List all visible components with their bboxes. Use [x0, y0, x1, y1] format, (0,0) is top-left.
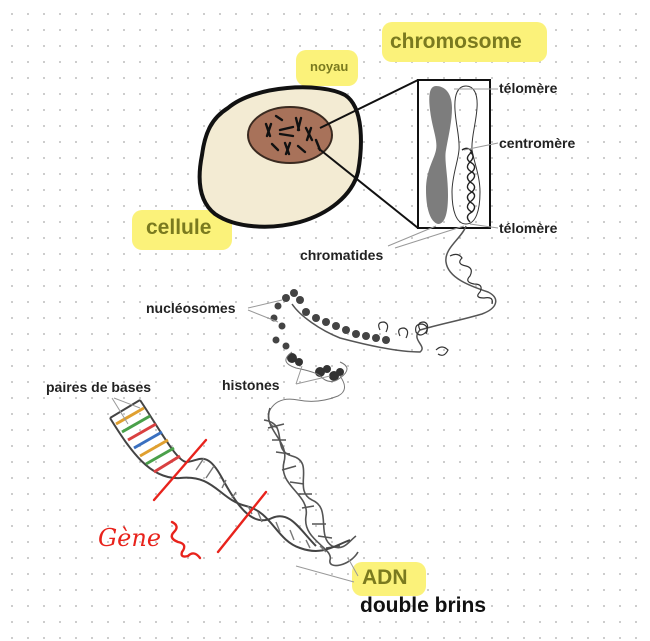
gene-handwritten-label: Gène: [98, 524, 162, 552]
chromatin-fiber: [291, 225, 497, 353]
chromosome-highlight: [382, 22, 547, 62]
chromosome-icon: [426, 85, 481, 225]
nucleosomes-label: nucléosomes: [146, 300, 236, 316]
noyau-highlight: [296, 50, 358, 86]
paires-de-bases-label: paires de bases: [46, 379, 152, 395]
cellule-label: cellule: [146, 216, 212, 239]
histones-label: histones: [222, 377, 280, 393]
chromosome-label: chromosome: [390, 30, 522, 53]
nucleosome-beads: [270, 289, 390, 350]
chromatides-label: chromatides: [300, 247, 384, 263]
double-brins-label: double brins: [360, 594, 486, 617]
adn-highlight: [352, 562, 426, 596]
centromere-label: centromère: [499, 135, 576, 151]
telomere-top-label: télomère: [499, 80, 558, 96]
adn-label: ADN: [362, 566, 408, 589]
dna-helix-gray: [263, 407, 359, 567]
histone-beads: [287, 353, 344, 381]
dna-helix-main: [109, 399, 351, 553]
nucleus-chromosomes-icon: [264, 114, 322, 156]
telomere-bottom-label: télomère: [499, 220, 558, 236]
gene-boundary-marks: [152, 438, 268, 560]
chromosome-box: [417, 79, 491, 229]
noyau-label: noyau: [310, 59, 349, 74]
cellule-highlight: [132, 210, 232, 250]
